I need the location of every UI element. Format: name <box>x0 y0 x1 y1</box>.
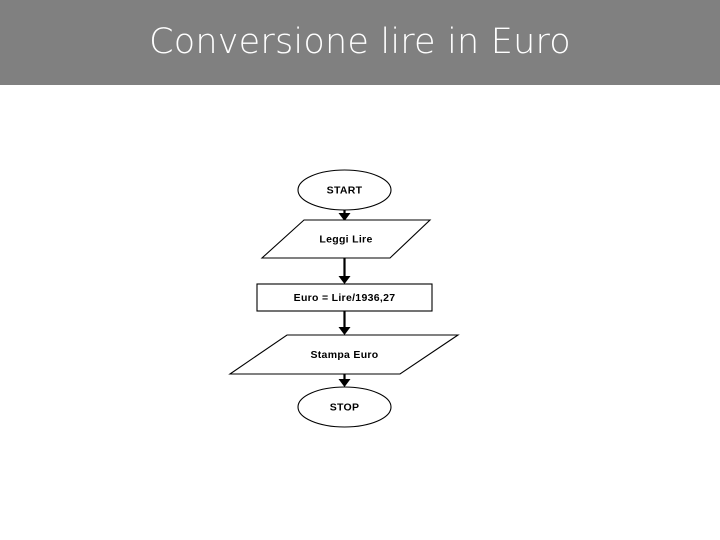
flow-node-print-label: Stampa Euro <box>310 349 378 361</box>
title-banner <box>0 0 720 85</box>
flowchart-diagram: START Leggi Lire Euro = Lire/1936,27 <box>0 85 720 540</box>
flow-node-stop[interactable]: STOP <box>297 386 392 428</box>
flow-node-start-label: START <box>327 184 363 196</box>
flow-node-print[interactable]: Stampa Euro <box>228 334 460 375</box>
flow-connector-start-read <box>338 210 351 221</box>
flow-connector-compute-print <box>338 311 351 335</box>
flow-node-read[interactable]: Leggi Lire <box>260 219 432 259</box>
flow-connector-print-stop <box>338 374 351 387</box>
page-title: Conversione lire in Euro <box>149 22 571 62</box>
flow-node-compute-label: Euro = Lire/1936,27 <box>294 292 396 304</box>
flow-node-stop-label: STOP <box>330 401 360 413</box>
flow-connector-read-compute <box>338 258 351 284</box>
flow-node-read-label: Leggi Lire <box>319 233 372 245</box>
flow-node-compute[interactable]: Euro = Lire/1936,27 <box>256 283 433 312</box>
flow-node-start[interactable]: START <box>297 169 392 211</box>
